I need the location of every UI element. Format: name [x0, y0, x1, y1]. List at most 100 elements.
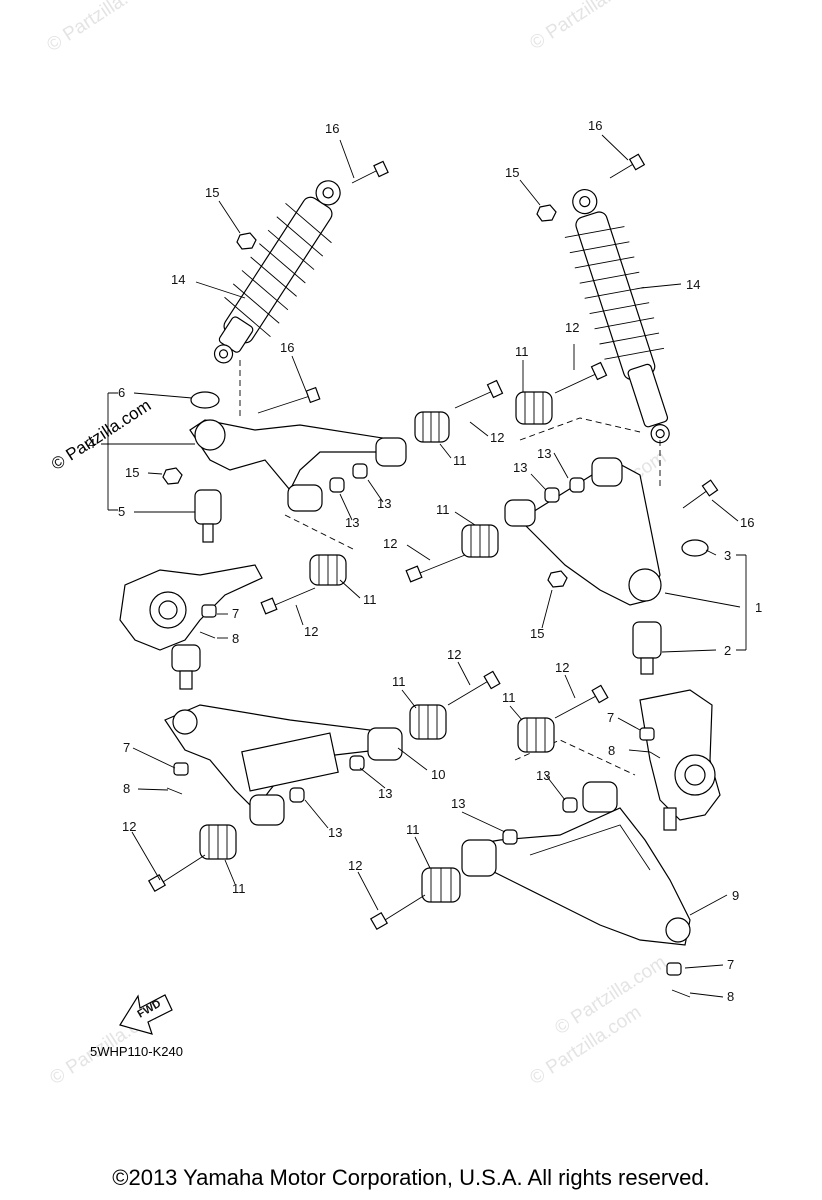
bolt [609, 153, 646, 179]
cotter-pin [166, 787, 183, 795]
bolt [147, 854, 206, 893]
collar [569, 477, 585, 493]
circlip [681, 539, 709, 557]
ball-joint-right [632, 621, 662, 675]
callout-12: 12 [565, 320, 579, 335]
collar [349, 755, 365, 771]
callout-2: 2 [724, 643, 731, 658]
callout-13: 13 [328, 825, 342, 840]
bushing [309, 554, 347, 586]
collar [502, 829, 518, 845]
circlip [190, 391, 220, 409]
bolt [554, 361, 608, 394]
upper-arm-left [189, 419, 407, 551]
callout-12: 12 [490, 430, 504, 445]
ball-joint-left [194, 489, 222, 543]
nut [536, 204, 557, 222]
bolt [682, 479, 719, 509]
bolt [260, 587, 316, 615]
leader-lines [101, 134, 747, 998]
bushing [515, 391, 553, 425]
callout-8: 8 [232, 631, 239, 646]
nut [162, 467, 183, 485]
collar [352, 463, 368, 479]
forward-arrow: FWD [119, 994, 173, 1035]
watermark: © Partzilla.com [43, 0, 162, 56]
bolt [554, 684, 609, 719]
callout-12: 12 [348, 858, 362, 873]
nut [547, 570, 568, 588]
upper-arm-right [504, 417, 662, 606]
nut [236, 232, 257, 250]
callout-8: 8 [608, 743, 615, 758]
callout-13: 13 [513, 460, 527, 475]
callout-13: 13 [378, 786, 392, 801]
copyright-notice: ©2013 Yamaha Motor Corporation, U.S.A. A… [112, 1165, 710, 1190]
bolt [447, 670, 501, 706]
callout-13: 13 [345, 515, 359, 530]
callout-12: 12 [447, 647, 461, 662]
bolt [351, 160, 389, 184]
collar [289, 787, 305, 803]
callout-7: 7 [727, 957, 734, 972]
callout-7: 7 [607, 710, 614, 725]
callout-7: 7 [232, 606, 239, 621]
callouts: 16 15 14 16 6 4 15 5 7 8 16 15 14 12 11 … [88, 118, 762, 1004]
callout-13: 13 [377, 496, 391, 511]
collar [329, 477, 345, 493]
bolt [405, 554, 466, 583]
callout-1: 1 [755, 600, 762, 615]
bushing [199, 824, 237, 860]
callout-11: 11 [232, 881, 246, 896]
cotter-pin [649, 751, 661, 759]
ball-joint-lower-left [171, 644, 201, 690]
bushing [414, 411, 450, 443]
castle-nut [639, 727, 655, 741]
callout-11: 11 [502, 690, 516, 705]
callout-14: 14 [171, 272, 185, 287]
bolt [257, 386, 321, 414]
bushing [517, 717, 555, 753]
callout-9: 9 [732, 888, 739, 903]
callout-16: 16 [588, 118, 602, 133]
callout-13: 13 [536, 768, 550, 783]
bolt [454, 379, 504, 409]
callout-12: 12 [555, 660, 569, 675]
bushing [409, 704, 447, 740]
callout-11: 11 [363, 592, 377, 607]
bolt-group [147, 153, 719, 931]
callout-10: 10 [431, 767, 445, 782]
callout-16: 16 [325, 121, 339, 136]
castle-nut [666, 962, 682, 976]
bushing-group [199, 391, 555, 903]
watermark: © Partzilla.com [526, 0, 645, 54]
drawing-code: 5WHP110-K240 [90, 1044, 183, 1059]
collar [544, 487, 560, 503]
callout-11: 11 [515, 344, 529, 359]
callout-12: 12 [383, 536, 397, 551]
callout-8: 8 [727, 989, 734, 1004]
callout-12: 12 [122, 819, 136, 834]
callout-11: 11 [436, 502, 450, 517]
callout-14: 14 [686, 277, 700, 292]
small-hardware [162, 204, 709, 998]
lower-arm-right [461, 739, 691, 946]
bushing [461, 524, 499, 558]
shock-absorber-left [213, 180, 341, 364]
collar [562, 797, 578, 813]
lower-arm-left [164, 704, 403, 826]
castle-nut [173, 762, 189, 776]
callout-3: 3 [724, 548, 731, 563]
callout-6: 6 [118, 385, 125, 400]
shock-absorber-right [564, 188, 670, 444]
callout-16: 16 [740, 515, 754, 530]
callout-16: 16 [280, 340, 294, 355]
callout-13: 13 [537, 446, 551, 461]
callout-13: 13 [451, 796, 465, 811]
callout-15: 15 [530, 626, 544, 641]
callout-5: 5 [118, 504, 125, 519]
callout-15: 15 [205, 185, 219, 200]
callout-4: 4 [88, 436, 95, 451]
callout-8: 8 [123, 781, 130, 796]
